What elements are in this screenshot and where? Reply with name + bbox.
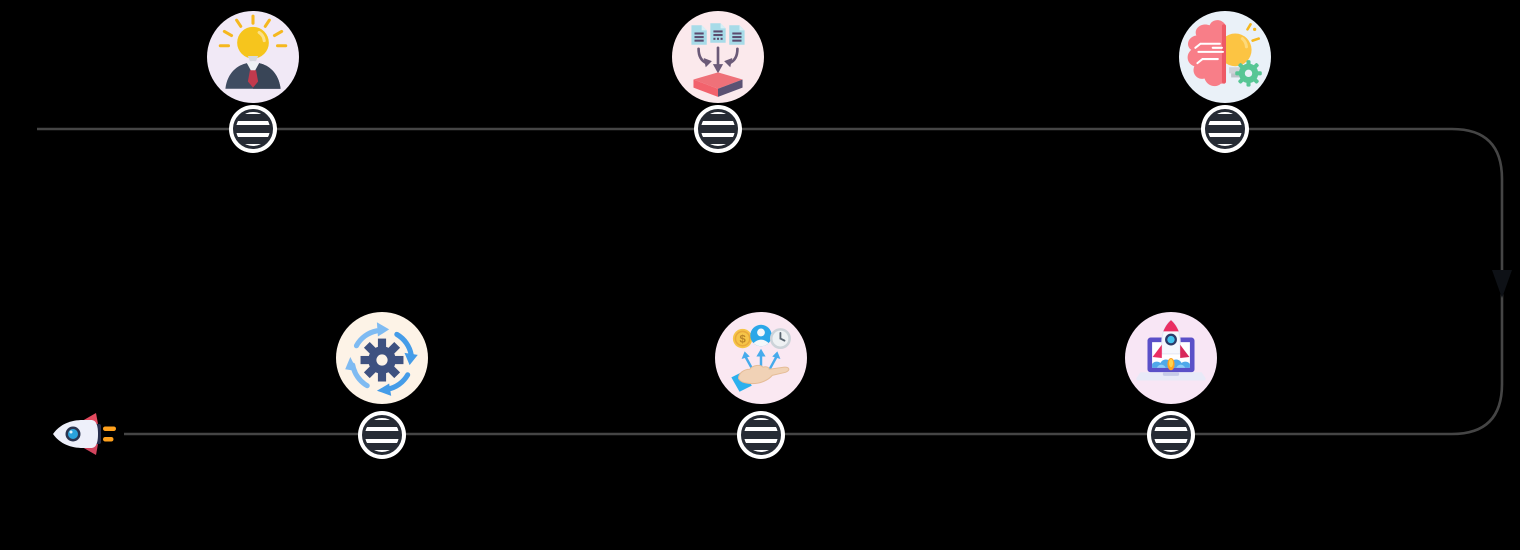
platform-shape <box>693 72 743 97</box>
step-node-ai-brain <box>1179 11 1271 103</box>
stripe-marker-core <box>741 415 781 455</box>
step-node-process <box>336 312 428 404</box>
rocket-icon <box>53 413 116 455</box>
up-arrows <box>744 353 778 370</box>
laptop-base <box>1136 372 1206 381</box>
gear-sync-arrows-icon <box>336 312 428 404</box>
laptop-rocket-icon <box>1125 312 1217 404</box>
stripe-marker-core <box>362 415 402 455</box>
speed-lines <box>103 426 116 442</box>
stripe-marker <box>737 411 785 459</box>
brain-circuit-lines <box>1194 42 1224 65</box>
gear-hole <box>376 354 388 366</box>
stripe-marker <box>229 105 277 153</box>
stripe-marker <box>1147 411 1195 459</box>
rocket-window <box>68 429 78 439</box>
stripe-marker <box>358 411 406 459</box>
hand-shape <box>737 364 790 385</box>
lightbulb-rays <box>218 14 288 48</box>
person-avatar-icon <box>750 324 772 347</box>
gear-hole <box>1244 69 1253 78</box>
businessman-shoulders <box>225 61 281 89</box>
step-node-launch <box>1125 312 1217 404</box>
clock-icon <box>769 328 791 350</box>
bulb-rays <box>1246 23 1261 42</box>
down-arrow-icon <box>1492 270 1512 298</box>
coin-icon: $ <box>732 328 753 349</box>
stripe-marker <box>694 105 742 153</box>
ray-dot <box>1253 27 1257 32</box>
stripe-marker-core <box>1205 109 1245 149</box>
sync-arrowheads <box>345 322 418 396</box>
rocket-shape <box>1152 319 1190 371</box>
step-node-data <box>672 11 764 103</box>
stripe-marker <box>1201 105 1249 153</box>
document-icons <box>691 23 745 45</box>
dollar-symbol: $ <box>739 334 746 346</box>
window-highlight <box>69 430 73 434</box>
hand-money-person-time-icon: $ <box>715 312 807 404</box>
brain-half-shape <box>1187 20 1227 87</box>
brain-bulb-gear-icon <box>1179 11 1271 103</box>
stripe-marker-core <box>233 109 273 149</box>
flow-arrowheads <box>703 58 733 74</box>
step-node-resources: $ <box>715 312 807 404</box>
stripe-marker-core <box>698 109 738 149</box>
step-node-idea <box>207 11 299 103</box>
bulb-shape <box>1218 33 1252 78</box>
lightbulb-shape <box>237 26 269 62</box>
documents-to-platform-icon <box>672 11 764 103</box>
businessman-lightbulb-icon <box>207 11 299 103</box>
stripe-marker-core <box>1151 415 1191 455</box>
